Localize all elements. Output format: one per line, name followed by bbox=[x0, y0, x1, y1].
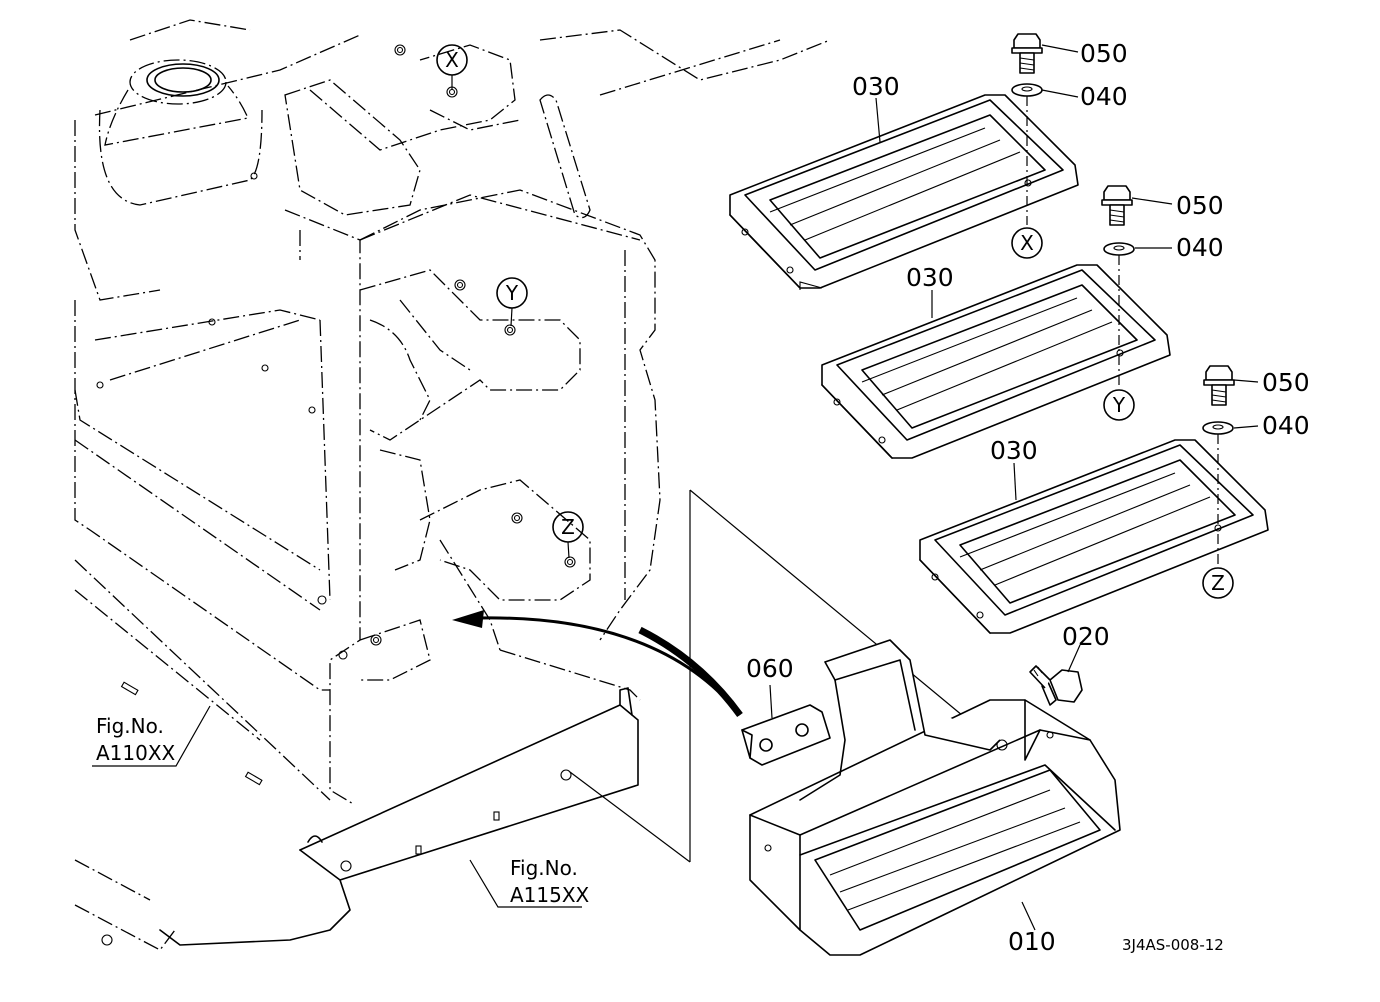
marker-y-step: Y bbox=[1103, 389, 1135, 421]
marker-y-frame: Y bbox=[496, 277, 528, 327]
callout-050-3: 050 bbox=[1233, 368, 1310, 397]
figure-code: 3J4AS-008-12 bbox=[1122, 936, 1224, 954]
marker-x-frame: X bbox=[436, 44, 468, 90]
step-assembly bbox=[749, 639, 1121, 956]
callout-number: 040 bbox=[1080, 82, 1128, 111]
marker-letter: X bbox=[1020, 231, 1034, 255]
callout-040-3: 040 bbox=[1233, 411, 1310, 440]
callout-050-1: 050 bbox=[1041, 39, 1128, 68]
callout-030-3: 030 bbox=[990, 436, 1038, 501]
marker-letter: Y bbox=[505, 281, 519, 305]
callout-010: 010 bbox=[1008, 901, 1056, 956]
bolt-washer-set-2 bbox=[1101, 185, 1135, 388]
marker-z-step: Z bbox=[1202, 567, 1234, 599]
callout-number: 050 bbox=[1262, 368, 1310, 397]
reference-label: Fig.No. bbox=[510, 856, 578, 880]
callout-number: 030 bbox=[852, 72, 900, 101]
callout-060: 060 bbox=[746, 654, 794, 719]
reference-a110xx: Fig.No. A110XX bbox=[92, 705, 211, 767]
marker-x-step: X bbox=[1011, 227, 1043, 259]
callout-number: 030 bbox=[906, 263, 954, 292]
step-tread-2 bbox=[821, 264, 1171, 459]
step-tread-3 bbox=[919, 439, 1269, 634]
callout-number: 050 bbox=[1176, 191, 1224, 220]
plate-060 bbox=[741, 704, 831, 766]
callout-number: 020 bbox=[1062, 622, 1110, 651]
callout-030-1: 030 bbox=[852, 72, 900, 143]
callout-number: 030 bbox=[990, 436, 1038, 465]
callout-number: 050 bbox=[1080, 39, 1128, 68]
callout-040-1: 040 bbox=[1041, 82, 1128, 111]
reference-figure: A110XX bbox=[96, 741, 176, 765]
reference-label: Fig.No. bbox=[96, 714, 164, 738]
callout-number: 010 bbox=[1008, 927, 1056, 956]
reference-figure: A115XX bbox=[510, 883, 590, 907]
marker-letter: Z bbox=[561, 515, 575, 539]
callout-020: 020 bbox=[1062, 622, 1110, 651]
marker-z-frame: Z bbox=[552, 511, 584, 559]
bolt-washer-set-3 bbox=[1202, 365, 1235, 565]
step-tread-1 bbox=[729, 94, 1079, 290]
marker-letter: Y bbox=[1112, 393, 1126, 417]
marker-letter: Z bbox=[1211, 571, 1225, 595]
marker-letter: X bbox=[445, 48, 459, 72]
reference-a115xx: Fig.No. A115XX bbox=[469, 856, 590, 908]
callout-number: 060 bbox=[746, 654, 794, 683]
callout-number: 040 bbox=[1176, 233, 1224, 262]
bolt-020 bbox=[1029, 644, 1083, 706]
bracket-plate bbox=[159, 489, 981, 946]
tractor-frame bbox=[74, 19, 831, 951]
installation-arrow bbox=[452, 610, 743, 718]
callout-040-2: 040 bbox=[1135, 233, 1224, 262]
callout-050-2: 050 bbox=[1131, 191, 1224, 220]
callout-number: 040 bbox=[1262, 411, 1310, 440]
bolt-washer-set-1 bbox=[1011, 33, 1043, 225]
callout-030-2: 030 bbox=[906, 263, 954, 318]
